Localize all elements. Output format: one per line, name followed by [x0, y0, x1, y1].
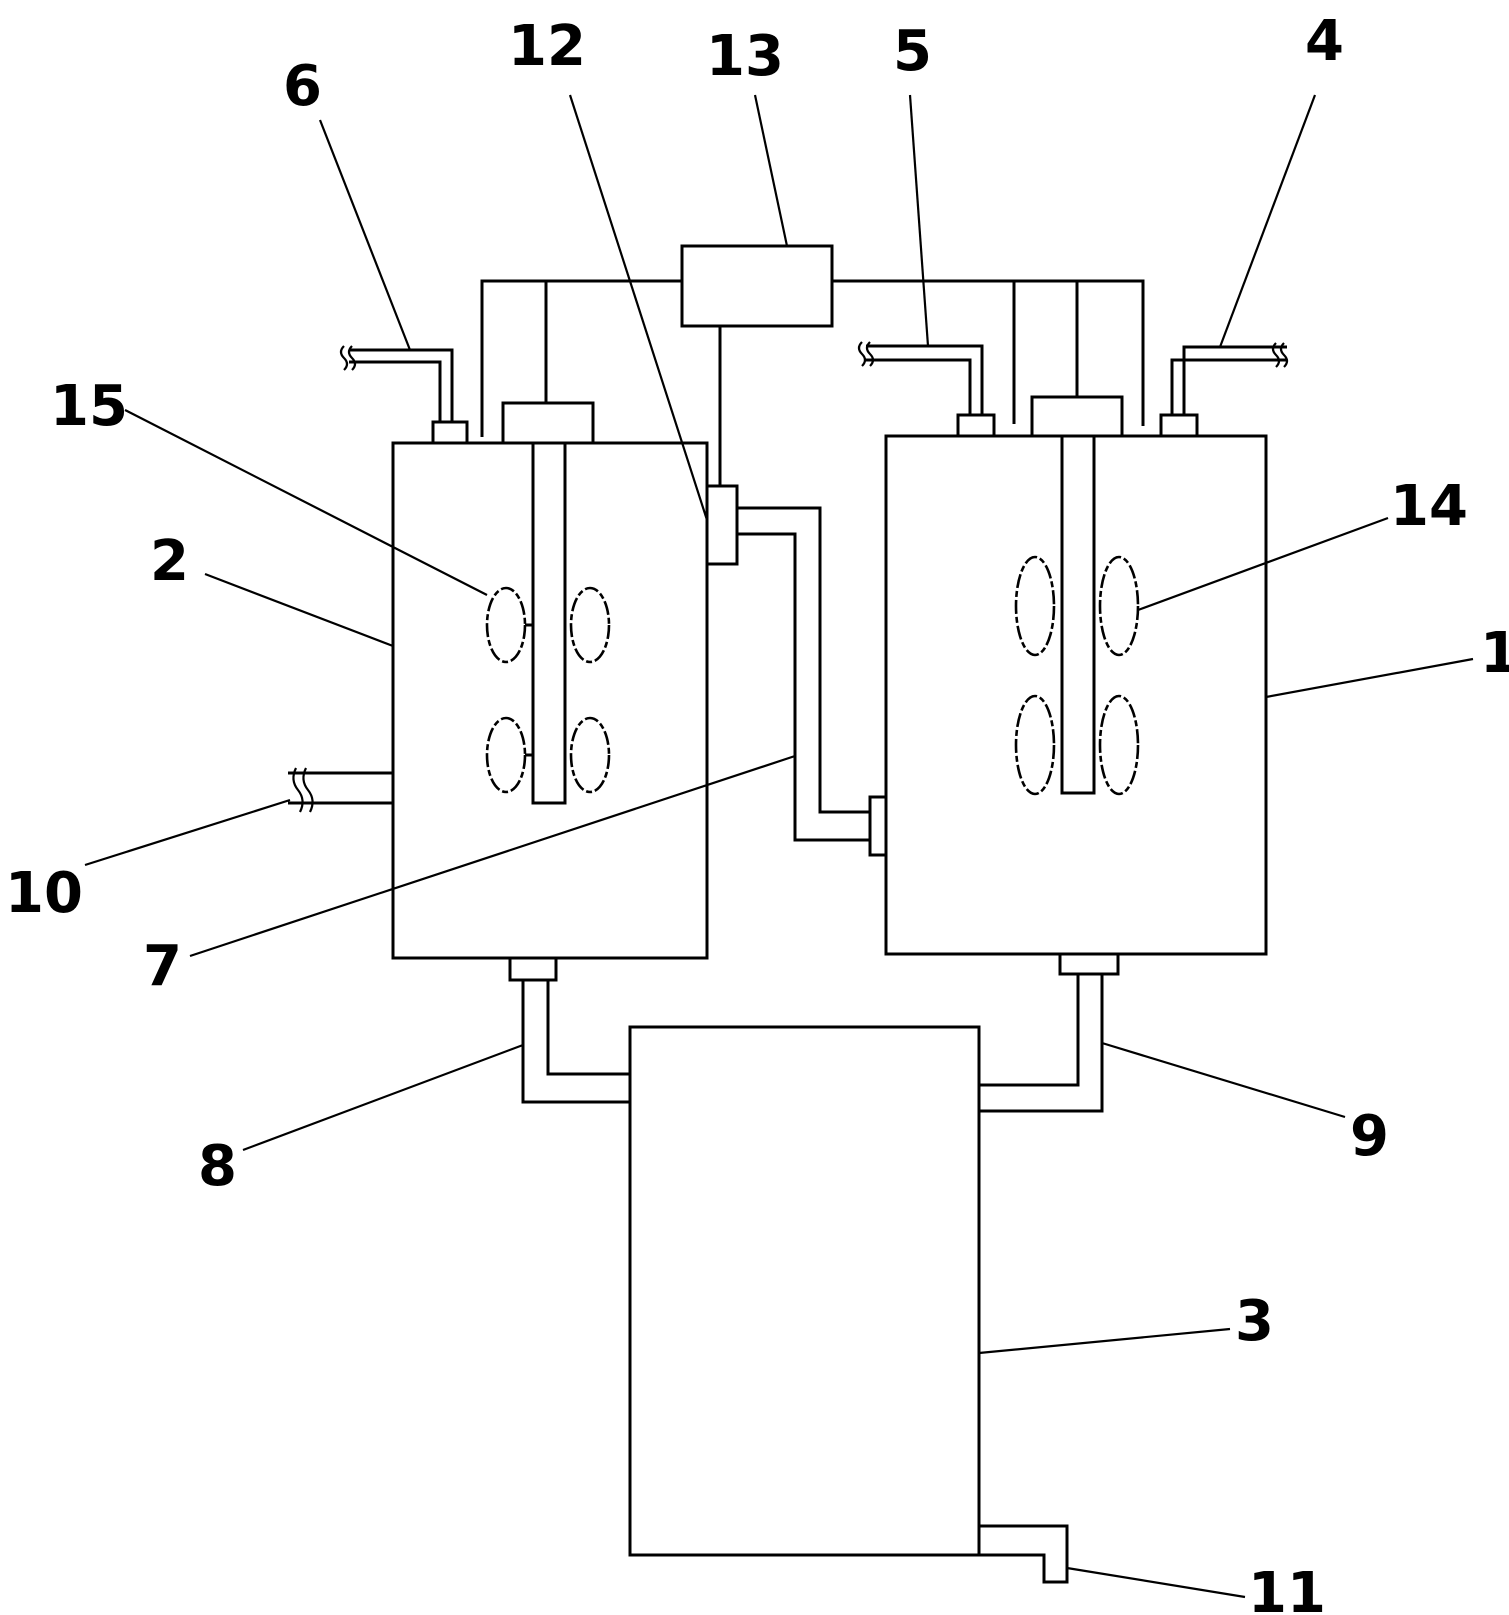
inlet-nozzle-5: [956, 413, 996, 438]
label-5: 5: [893, 19, 932, 84]
outlet-pipe-right: [979, 974, 1080, 1087]
outlet-pipe-left: [521, 980, 630, 1104]
label-2: 2: [150, 529, 189, 594]
motor-right: [1030, 395, 1124, 438]
pipe-break-symbol-5: [857, 341, 875, 367]
collection-tank: [628, 1025, 981, 1557]
label-15: 15: [50, 374, 128, 439]
inlet-pipe-4: [1170, 358, 1287, 415]
label-6: 6: [283, 54, 322, 119]
leader-lines: [84, 94, 1474, 1599]
stirring-shaft-left: [531, 441, 567, 805]
label-4: 4: [1305, 9, 1344, 74]
label-9: 9: [1350, 1104, 1389, 1169]
pump-box: [705, 484, 739, 566]
label-10: 10: [5, 861, 83, 926]
label-13: 13: [706, 24, 784, 89]
outlet-nozzle-right: [1058, 952, 1120, 976]
inlet-pipe-left: [349, 360, 442, 422]
stirring-blades-right: [1014, 555, 1140, 796]
label-1: 1: [1480, 621, 1509, 686]
pipe-break-symbol-10: [292, 767, 314, 813]
label-11: 11: [1248, 1561, 1326, 1615]
label-14: 14: [1390, 474, 1468, 539]
stirring-blades-left: [485, 586, 611, 794]
label-7: 7: [143, 934, 182, 999]
controller-box: [680, 244, 834, 328]
stirring-shaft-right: [1060, 434, 1096, 795]
outlet-nozzle-left: [508, 956, 558, 982]
inlet-nozzle-left: [431, 420, 469, 445]
pipe-break-symbol-6: [339, 345, 357, 371]
label-3: 3: [1235, 1289, 1274, 1354]
transfer-pipe: [737, 506, 870, 814]
drain-pipe: [979, 1524, 1069, 1584]
inlet-nozzle-right-side: [868, 795, 888, 857]
inlet-nozzle-4: [1159, 413, 1199, 438]
control-wiring: [480, 279, 1145, 486]
reference-labels: 1 2 3 4 5 6 7 8 9 10 11 12 13 14 15: [5, 9, 1509, 1615]
pipe-break-symbol-4: [1271, 342, 1289, 368]
motor-left: [501, 401, 595, 445]
label-8: 8: [198, 1134, 237, 1199]
inlet-pipe-5: [866, 358, 972, 415]
label-12: 12: [508, 14, 586, 79]
